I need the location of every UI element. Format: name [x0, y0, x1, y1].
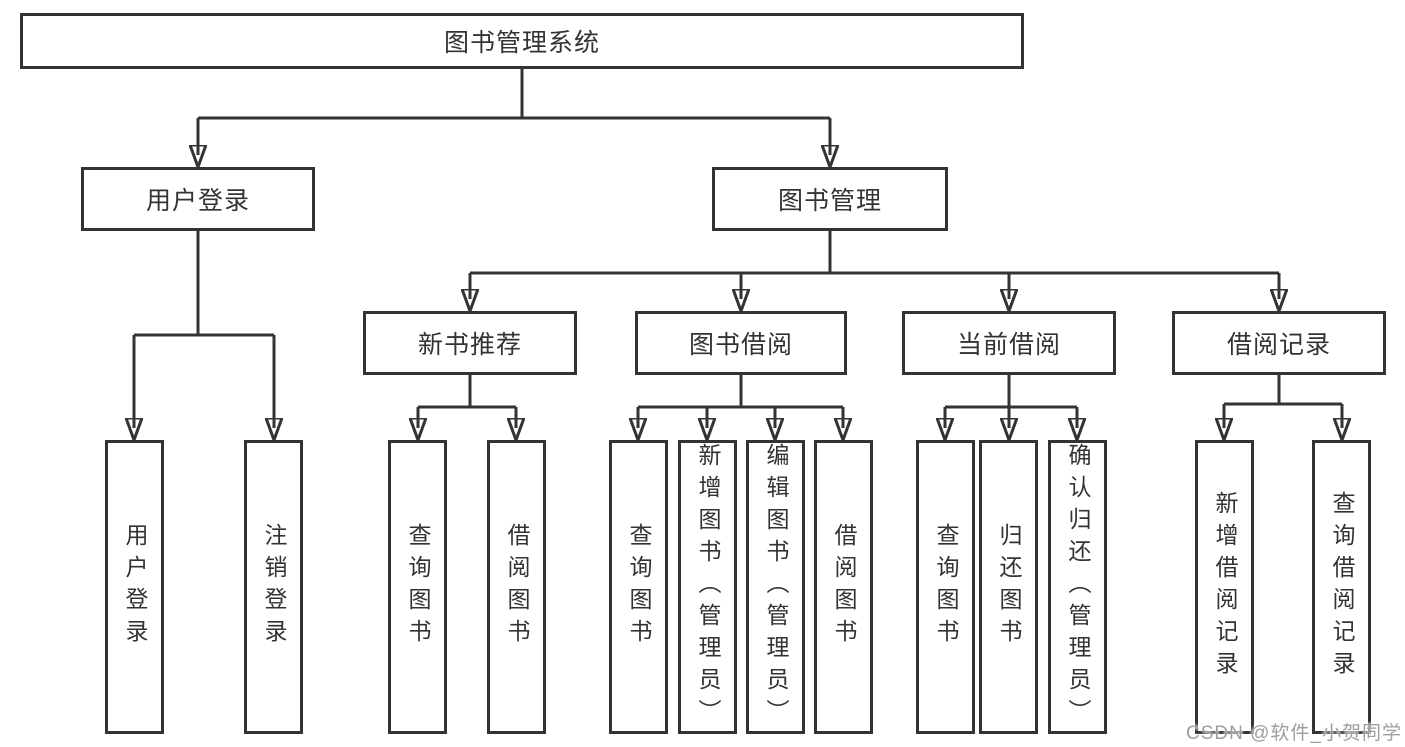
- node-label: 归还图书: [996, 523, 1022, 651]
- node-label: 查询图书: [933, 523, 959, 651]
- node-label: 当前借阅: [956, 331, 1061, 359]
- edge-book-borrow-children: [638, 375, 843, 428]
- node-borrow-book-under-borrow: 借阅图书: [814, 440, 873, 734]
- node-label: 注销登录: [261, 523, 287, 651]
- node-library-management-system: 图书管理系统: [20, 13, 1024, 69]
- node-logout-leaf: 注销登录: [244, 440, 303, 734]
- node-label: 查询图书: [626, 523, 652, 651]
- node-new-borrow-record: 新增借阅记录: [1195, 440, 1254, 734]
- node-label: 图书管理: [777, 187, 882, 215]
- edge-user-login-children: [134, 231, 274, 428]
- node-query-book-under-recommend: 查询图书: [388, 440, 447, 734]
- node-label: 用户登录: [122, 523, 148, 651]
- node-add-book-admin: 新增图书（管理员）: [678, 440, 737, 734]
- node-borrow-records: 借阅记录: [1172, 311, 1386, 375]
- node-query-book-under-current: 查询图书: [916, 440, 975, 734]
- node-query-borrow-record: 查询借阅记录: [1312, 440, 1371, 734]
- node-current-borrow: 当前借阅: [902, 311, 1116, 375]
- node-label: 新增图书（管理员）: [695, 443, 721, 731]
- node-user-login-leaf: 用户登录: [105, 440, 164, 734]
- node-user-login: 用户登录: [81, 167, 315, 231]
- node-label: 图书借阅: [688, 331, 793, 359]
- node-label: 图书管理系统: [443, 29, 600, 57]
- node-label: 用户登录: [145, 187, 250, 215]
- node-query-book-under-borrow: 查询图书: [609, 440, 668, 734]
- edge-new-book-recommend-children: [418, 375, 516, 428]
- node-label: 编辑图书（管理员）: [763, 443, 789, 731]
- node-label: 借阅图书: [831, 523, 857, 651]
- node-return-book: 归还图书: [979, 440, 1038, 734]
- node-label: 新增借阅记录: [1212, 491, 1238, 683]
- edge-root-to-level2: [198, 69, 830, 155]
- node-new-book-recommend: 新书推荐: [363, 311, 577, 375]
- watermark: CSDN @软件_小贺同学: [1186, 723, 1402, 744]
- node-book-management: 图书管理: [712, 167, 948, 231]
- node-label: 查询借阅记录: [1329, 491, 1355, 683]
- edge-borrow-records-children: [1224, 375, 1342, 428]
- edge-book-management-children: [470, 231, 1279, 299]
- node-edit-book-admin: 编辑图书（管理员）: [746, 440, 805, 734]
- node-borrow-book-under-recommend: 借阅图书: [487, 440, 546, 734]
- node-book-borrow: 图书借阅: [635, 311, 847, 375]
- node-label: 确认归还（管理员）: [1065, 443, 1091, 731]
- node-label: 查询图书: [405, 523, 431, 651]
- node-label: 借阅图书: [504, 523, 530, 651]
- node-label: 借阅记录: [1226, 331, 1331, 359]
- node-confirm-return-admin: 确认归还（管理员）: [1048, 440, 1107, 734]
- edge-current-borrow-children: [945, 375, 1077, 428]
- node-label: 新书推荐: [417, 331, 522, 359]
